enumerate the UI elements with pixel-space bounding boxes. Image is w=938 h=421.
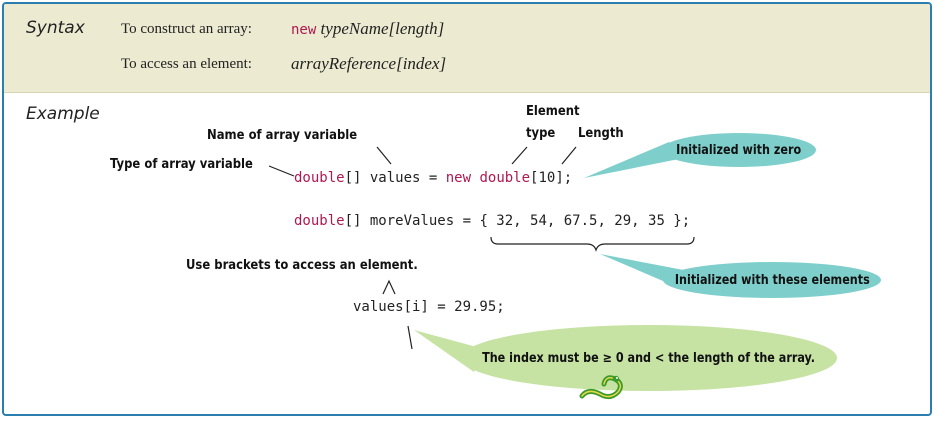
- syntax-title: Syntax: [26, 18, 85, 38]
- length-label: Length: [578, 125, 624, 141]
- code-line-1: double[] values = new double[10];: [294, 170, 573, 186]
- construct-expression: typeName[length]: [320, 19, 445, 38]
- bracket-caret: [382, 279, 396, 295]
- access-label: To access an element:: [121, 56, 252, 72]
- type-of-array-variable-label: Type of array variable: [110, 156, 253, 172]
- new-keyword: new: [291, 22, 317, 38]
- length-pointer-line: [561, 146, 577, 165]
- snake-icon: [579, 375, 623, 400]
- index-bubble-shape: [461, 325, 837, 391]
- construct-code: new typeName[length]: [291, 19, 444, 39]
- initialized-zero-bubble: Initialized with zero: [676, 142, 802, 158]
- type-pointer-line: [268, 165, 295, 177]
- elements-bubble-shape: [663, 262, 881, 298]
- code-line-3: values[i] = 29.95;: [353, 299, 505, 315]
- index-pointer-line: [407, 325, 413, 350]
- element-label: Element: [526, 103, 580, 119]
- name-of-array-variable-label: Name of array variable: [207, 127, 358, 143]
- element-type-pointer-line: [511, 146, 528, 165]
- use-brackets-label: Use brackets to access an element.: [186, 257, 418, 273]
- zero-bubble-tail: [584, 142, 684, 178]
- initialized-elements-bubble: Initialized with these elements: [674, 272, 870, 288]
- initializer-brace: [490, 236, 695, 252]
- syntax-example-panel: Syntax To construct an array: new typeNa…: [2, 2, 932, 416]
- code-line-2: double[] moreValues = { 32, 54, 67.5, 29…: [294, 213, 691, 229]
- annotation-lines: [268, 133, 881, 400]
- access-code: arrayReference[index]: [291, 54, 447, 73]
- index-rule-bubble: The index must be ≥ 0 and < the length o…: [482, 350, 816, 366]
- zero-bubble-shape: [662, 133, 816, 167]
- example-title: Example: [26, 104, 100, 124]
- syntax-box: Syntax To construct an array: new typeNa…: [4, 4, 930, 93]
- name-pointer-line: [376, 146, 392, 165]
- type-label: type: [526, 125, 556, 141]
- construct-label: To construct an array:: [121, 21, 252, 37]
